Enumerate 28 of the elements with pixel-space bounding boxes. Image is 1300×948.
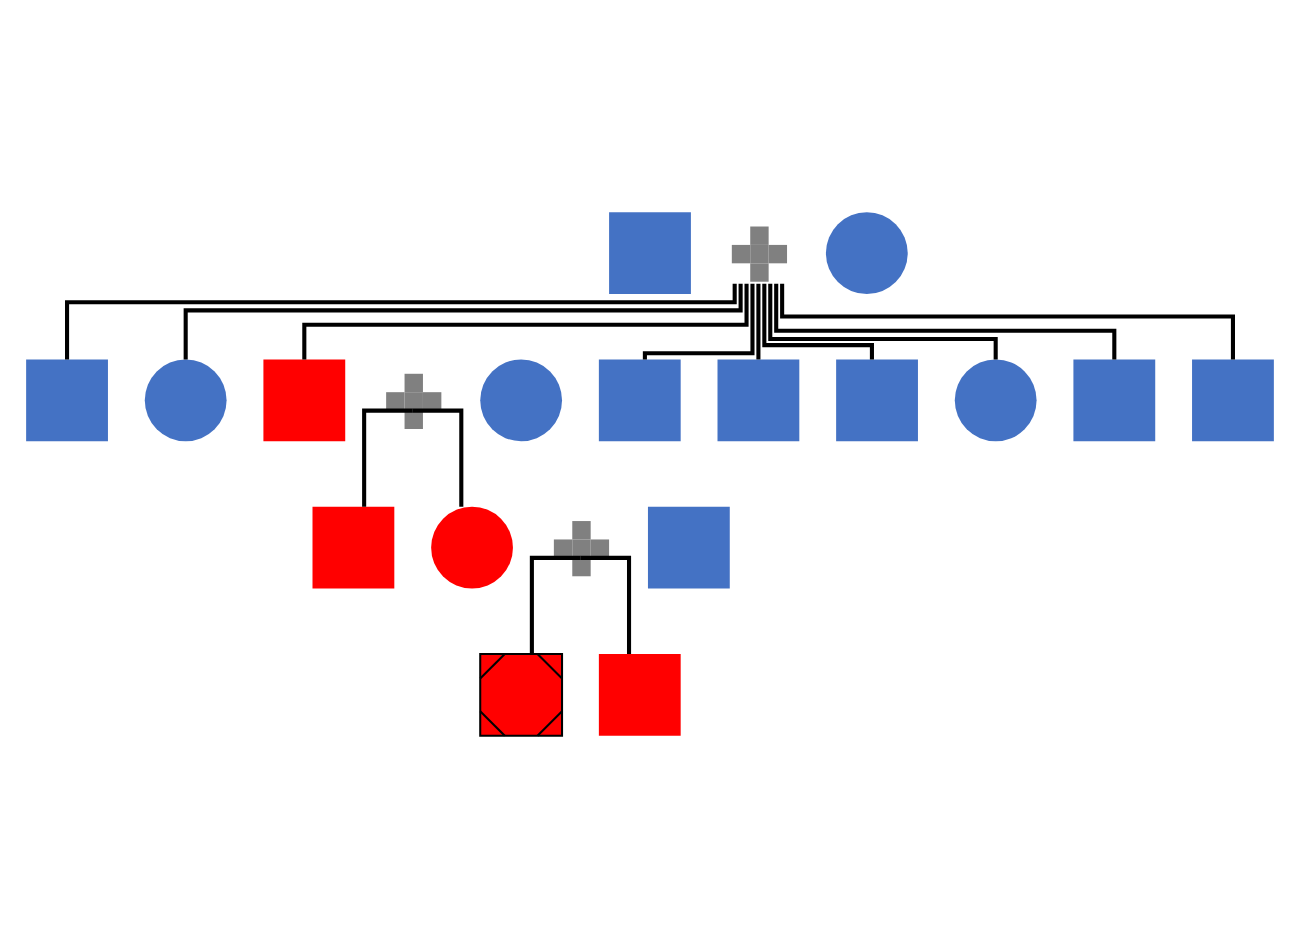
connector [362,408,413,507]
node-box [312,506,395,589]
connector [412,408,464,507]
connector [580,555,632,654]
node-box [609,212,691,294]
node-circle [431,506,513,589]
node-box [1192,359,1274,442]
connector [774,283,1117,360]
node-box [598,359,681,442]
node-circle [144,359,227,442]
node-box [598,654,681,736]
node-box [263,359,346,442]
node-box [647,506,730,589]
node-circle [480,359,563,442]
connector [780,283,1235,360]
connector [183,283,743,360]
connector [65,283,737,360]
node-circle [954,359,1037,442]
node-circle [825,212,908,294]
node-box [717,359,800,442]
node-box [26,359,108,442]
connector [768,283,998,360]
node-box [836,359,918,442]
node-box [1073,359,1156,442]
connector [642,283,755,360]
connector [756,283,761,360]
connector [529,555,581,654]
connector [762,283,874,360]
